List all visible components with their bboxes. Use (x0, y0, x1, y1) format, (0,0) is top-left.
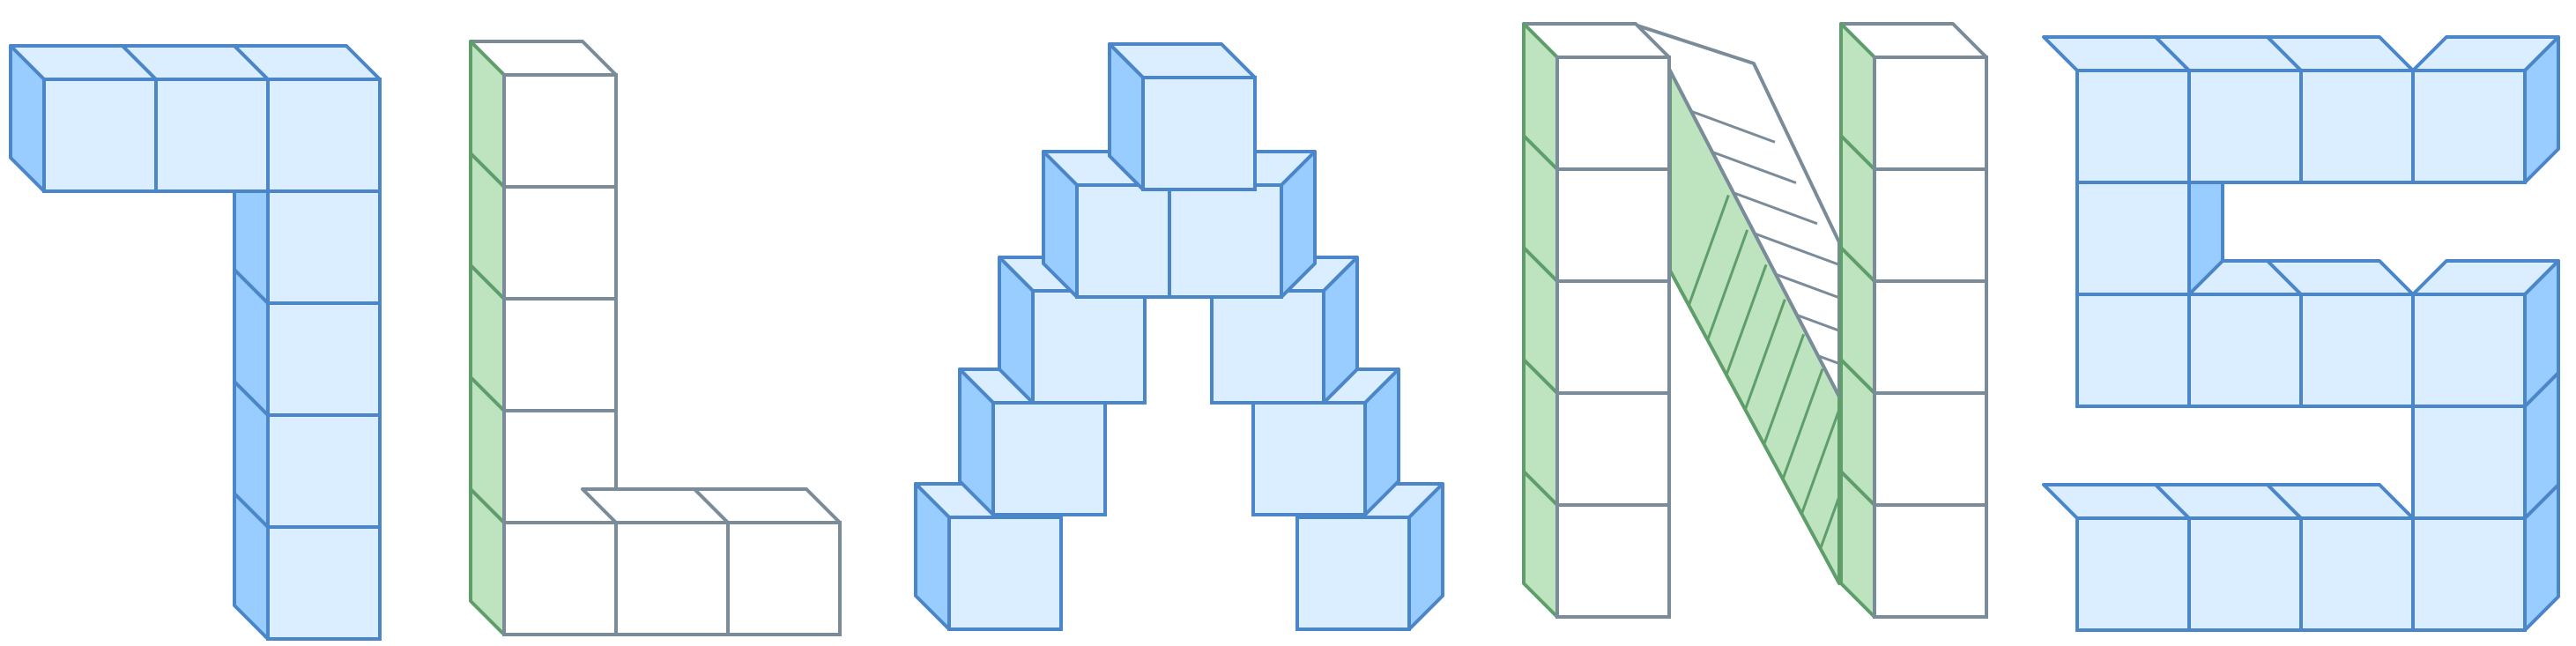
cube-7-stem (233, 492, 382, 641)
cube-s-left (2075, 147, 2224, 296)
cube-s-middle (2154, 259, 2303, 408)
cube-n-right (1839, 134, 1988, 283)
cube-7-bar (9, 44, 158, 193)
cube-letter-l (469, 40, 842, 636)
cube-a-right (1168, 150, 1317, 299)
cube-a-right (1251, 368, 1400, 516)
cube-a-apex (1108, 42, 1257, 191)
cube-l-stem (469, 264, 618, 412)
cube-7-stem (233, 268, 382, 417)
cube-s-top (2411, 35, 2560, 184)
cube-a-left (998, 256, 1147, 405)
cube-n-left (1522, 134, 1671, 283)
cube-n-right (1839, 358, 1988, 507)
cube-s-middle (2266, 259, 2415, 408)
cube-s-bottom (2042, 483, 2191, 632)
cube-s-bottom (2154, 483, 2303, 632)
cube-letter-a (914, 42, 1444, 631)
cube-7-bar (121, 44, 270, 193)
cube-n-left (1522, 246, 1671, 395)
cube-letter-s (2042, 35, 2560, 632)
cube-l-foot (693, 487, 842, 636)
cube-l-foot (581, 487, 730, 636)
cube-l-stem (469, 487, 618, 636)
cube-n-right (1839, 22, 1988, 171)
cube-letter-7 (9, 44, 382, 641)
cube-s-middle (2411, 259, 2560, 408)
cube-7-bar (233, 44, 382, 193)
cube-n-right (1839, 470, 1988, 619)
cube-s-top (2266, 35, 2415, 184)
cube-s-middle (2075, 293, 2191, 408)
cube-s-top (2042, 35, 2191, 184)
cube-s-bottom (2266, 483, 2415, 632)
cube-l-stem (469, 40, 618, 189)
cube-n-left (1522, 22, 1671, 171)
cube-letter-n (1522, 22, 1988, 619)
cube-s-right (2411, 371, 2560, 520)
cube-s-top (2154, 35, 2303, 184)
